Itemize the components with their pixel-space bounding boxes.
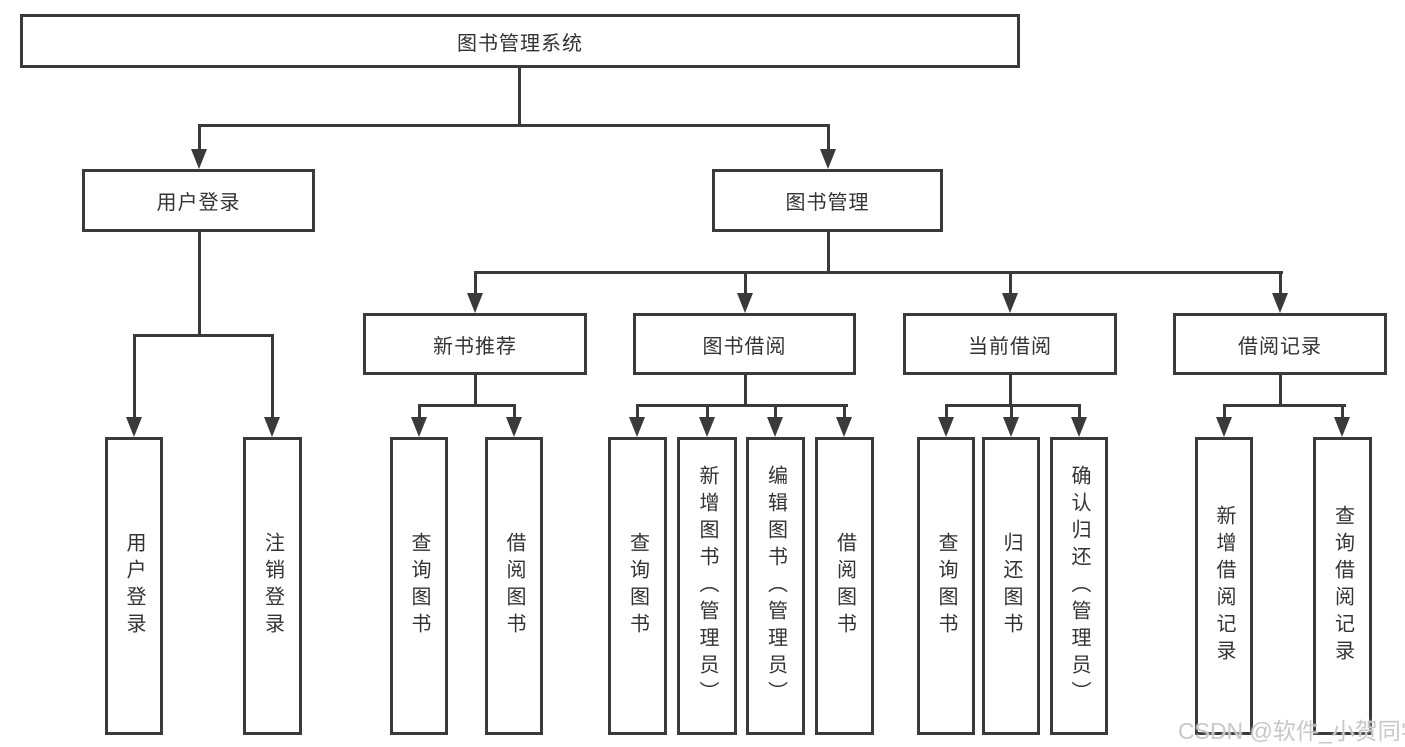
- connector-drop: [705, 405, 709, 419]
- leaf-query-book-1-label: 查询图书: [408, 532, 430, 640]
- leaf-query-book-2-label: 查询图书: [626, 532, 649, 640]
- connector-userlogin-rail: [132, 333, 274, 337]
- leaf-query-book-2: 查询图书: [608, 437, 667, 735]
- connector-drop: [1008, 272, 1012, 295]
- connector-drop: [635, 405, 639, 419]
- leaf-confirm-return-admin: 确认归还（管理员）: [1050, 437, 1108, 735]
- arrow-down-icon: [629, 417, 645, 437]
- leaf-add-borrow-record: 新增借阅记录: [1195, 437, 1253, 735]
- connector-drop: [1077, 405, 1081, 419]
- node-current-borrow-label: 当前借阅: [968, 335, 1052, 358]
- arrow-down-icon: [467, 293, 483, 313]
- node-root-label: 图书管理系统: [457, 32, 583, 55]
- leaf-query-book-3-label: 查询图书: [935, 532, 957, 640]
- node-book-borrow: 图书借阅: [633, 313, 856, 375]
- leaf-edit-book-admin: 编辑图书（管理员）: [746, 437, 805, 735]
- leaf-confirm-return-admin-label: 确认归还（管理员）: [1068, 464, 1090, 708]
- node-book-management-label: 图书管理: [785, 192, 870, 214]
- arrow-down-icon: [126, 417, 142, 437]
- node-current-borrow: 当前借阅: [903, 313, 1117, 375]
- leaf-add-book-admin-label: 新增图书（管理员）: [696, 464, 718, 708]
- node-borrow-record-label: 借阅记录: [1238, 335, 1322, 358]
- connector-drop: [512, 405, 516, 419]
- connector-userlogin-trunk: [197, 232, 201, 335]
- leaf-query-borrow-record-label: 查询借阅记录: [1331, 505, 1354, 667]
- leaf-user-login-label: 用户登录: [123, 532, 145, 640]
- leaf-borrow-book-1: 借阅图书: [485, 437, 543, 735]
- leaf-borrow-book-2-label: 借阅图书: [833, 532, 856, 640]
- arrow-down-icon: [264, 417, 280, 437]
- leaf-return-book-label: 归还图书: [1000, 532, 1022, 640]
- arrow-down-icon: [1002, 293, 1018, 313]
- connector-borrowrecord-rail: [1222, 403, 1346, 407]
- connector-drop: [773, 405, 777, 419]
- node-book-borrow-label: 图书借阅: [702, 335, 787, 358]
- leaf-query-book-3: 查询图书: [917, 437, 975, 735]
- connector-currentborrow-trunk: [1008, 375, 1012, 405]
- connector-bookborrow-rail: [635, 403, 848, 407]
- arrow-down-icon: [1003, 417, 1019, 437]
- connector-drop: [944, 405, 948, 419]
- watermark: CSDN @软件_小贺同学: [1178, 718, 1405, 744]
- leaf-borrow-book-1-label: 借阅图书: [503, 532, 525, 640]
- connector-drop: [270, 335, 274, 419]
- connector-drop: [417, 405, 421, 419]
- leaf-logout-label: 注销登录: [261, 532, 284, 640]
- node-book-management: 图书管理: [712, 169, 943, 232]
- connector-level2-rail: [197, 123, 830, 127]
- connector-bookborrow-trunk: [743, 375, 747, 405]
- node-root: 图书管理系统: [20, 14, 1020, 68]
- connector-level3-rail: [473, 270, 1283, 274]
- leaf-edit-book-admin-label: 编辑图书（管理员）: [764, 464, 787, 708]
- connector-drop: [826, 125, 830, 151]
- node-new-book-recommend: 新书推荐: [363, 313, 587, 375]
- node-borrow-record: 借阅记录: [1173, 313, 1387, 375]
- arrow-down-icon: [411, 417, 427, 437]
- arrow-down-icon: [836, 417, 852, 437]
- leaf-logout: 注销登录: [243, 437, 302, 735]
- leaf-query-borrow-record: 查询借阅记录: [1313, 437, 1372, 735]
- connector-newbook-trunk: [473, 375, 477, 405]
- connector-drop: [197, 125, 201, 151]
- connector-root-trunk: [517, 68, 521, 125]
- connector-newbook-rail: [417, 403, 516, 407]
- connector-currentborrow-rail: [944, 403, 1081, 407]
- arrow-down-icon: [699, 417, 715, 437]
- leaf-add-borrow-record-label: 新增借阅记录: [1213, 505, 1235, 667]
- leaf-add-book-admin: 新增图书（管理员）: [677, 437, 737, 735]
- node-user-login-label: 用户登录: [156, 192, 241, 214]
- connector-drop: [1222, 405, 1226, 419]
- connector-drop: [743, 272, 747, 295]
- connector-drop: [1278, 272, 1282, 295]
- leaf-borrow-book-2: 借阅图书: [815, 437, 874, 735]
- connector-drop: [1340, 405, 1344, 419]
- arrow-down-icon: [1071, 417, 1087, 437]
- connector-drop: [132, 335, 136, 419]
- connector-drop: [473, 272, 477, 295]
- arrow-down-icon: [1272, 293, 1288, 313]
- node-user-login: 用户登录: [82, 169, 315, 232]
- connector-drop: [842, 405, 846, 419]
- connector-bookmgmt-trunk: [826, 232, 830, 272]
- connector-borrowrecord-trunk: [1278, 375, 1282, 405]
- arrow-down-icon: [191, 149, 207, 169]
- leaf-query-book-1: 查询图书: [390, 437, 448, 735]
- leaf-user-login: 用户登录: [105, 437, 163, 735]
- leaf-return-book: 归还图书: [982, 437, 1040, 735]
- arrow-down-icon: [1334, 417, 1350, 437]
- node-new-book-recommend-label: 新书推荐: [433, 335, 517, 358]
- arrow-down-icon: [737, 293, 753, 313]
- arrow-down-icon: [1216, 417, 1232, 437]
- arrow-down-icon: [820, 149, 836, 169]
- connector-drop: [1009, 405, 1013, 419]
- arrow-down-icon: [938, 417, 954, 437]
- arrow-down-icon: [506, 417, 522, 437]
- arrow-down-icon: [767, 417, 783, 437]
